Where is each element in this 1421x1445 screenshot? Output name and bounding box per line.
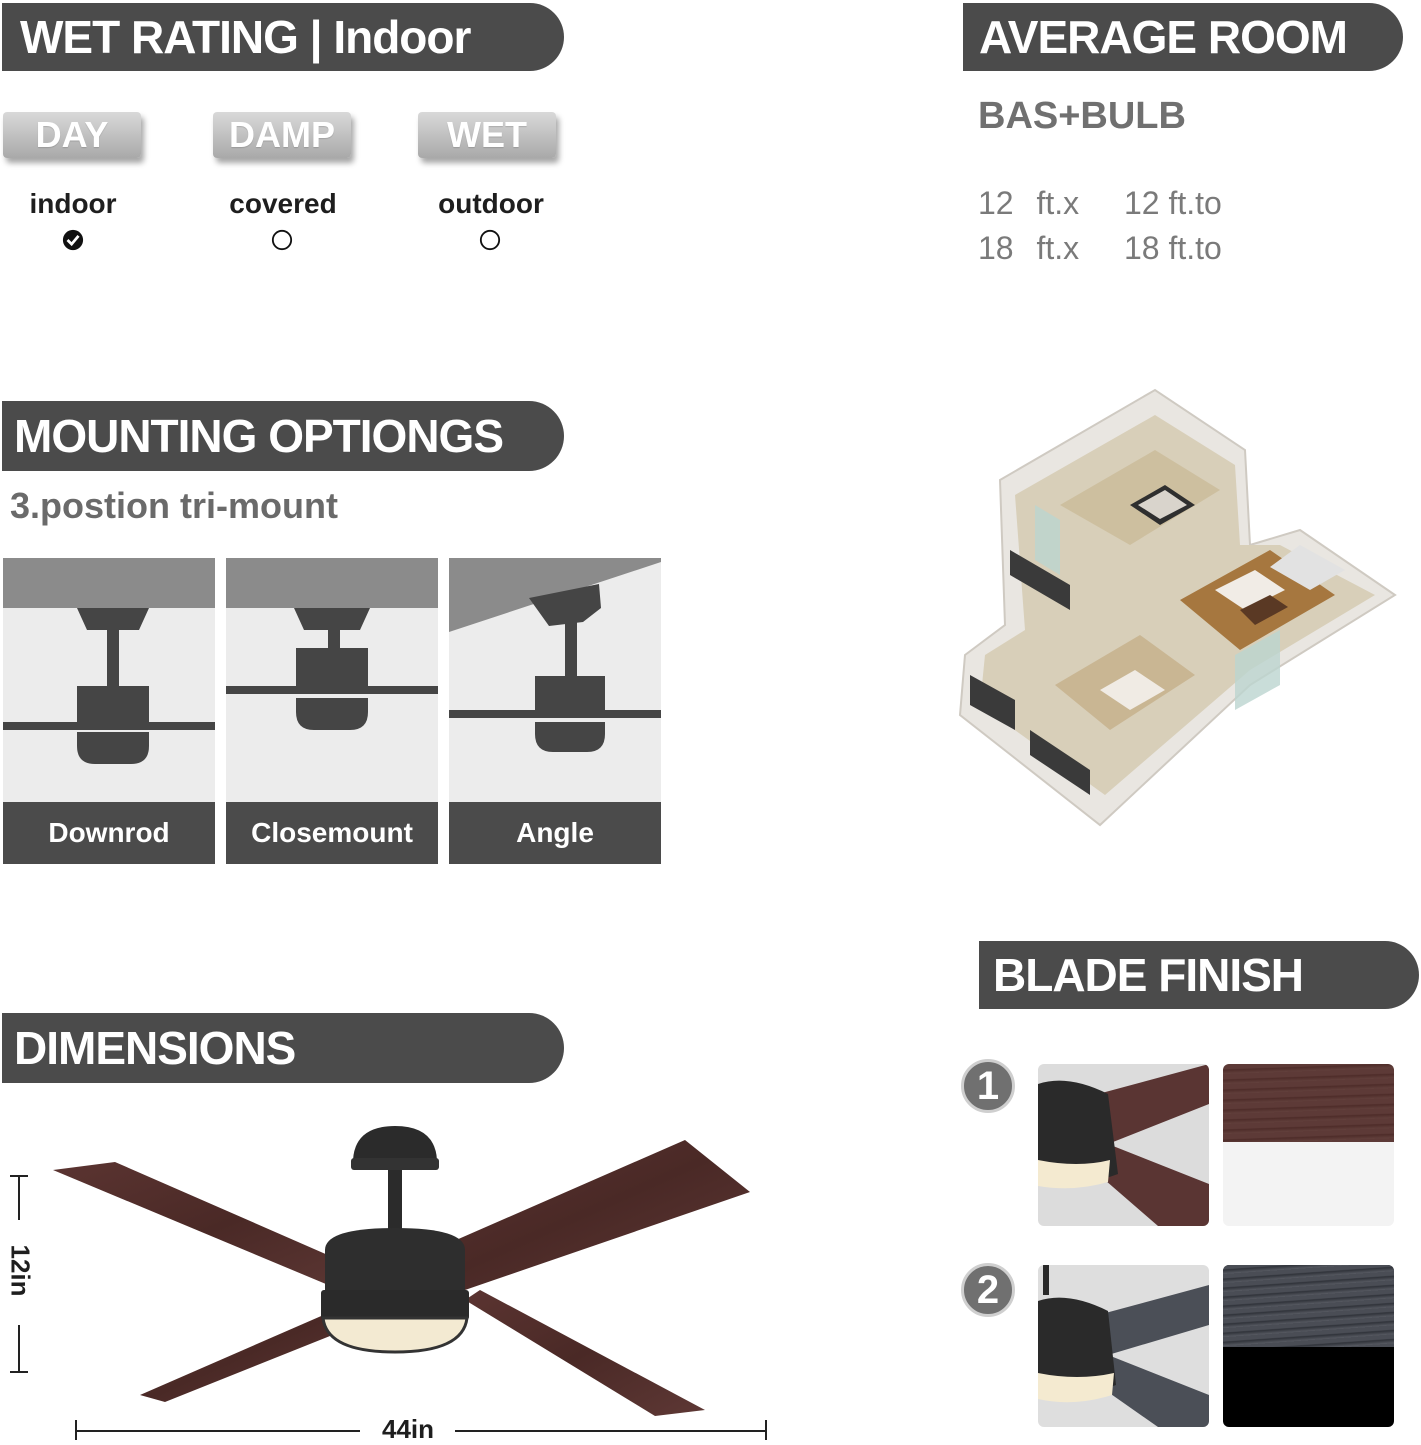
rating-chip-damp: DAMP xyxy=(213,112,351,158)
dimensions-banner: DIMENSIONS xyxy=(2,1013,564,1083)
ceiling-fan-illustration xyxy=(53,1126,750,1416)
closemount-fan-icon xyxy=(226,608,438,730)
average-room-banner: AVERAGE ROOM xyxy=(963,3,1403,71)
dimensions-title: DIMENSIONS xyxy=(14,1022,296,1074)
mounting-subtitle: 3.postion tri-mount xyxy=(10,485,338,526)
room-size-row: 18 ft.x 18 ft.to xyxy=(978,230,1222,266)
height-label: 12in xyxy=(5,1244,36,1297)
finish-number-1: 1 xyxy=(961,1059,1015,1113)
blade-finish-title: BLADE FINISH xyxy=(993,949,1304,1001)
wet-rating-banner: WET RATING | Indoor xyxy=(2,3,564,71)
room-size-row: 12 ft.x 12 ft.to xyxy=(978,185,1222,221)
width-dimension: 44in xyxy=(75,1414,769,1444)
downrod-fan-icon xyxy=(3,608,215,764)
mount-label-angle: Angle xyxy=(516,817,594,848)
average-room-subtitle: BAS+BULB xyxy=(978,95,1186,137)
rating-label-covered: covered xyxy=(229,188,337,219)
blade-finish-banner: BLADE FINISH xyxy=(979,941,1419,1009)
width-label: 44in xyxy=(381,1414,435,1444)
height-dimension: 12in xyxy=(5,1175,36,1375)
empty-circle-icon xyxy=(271,229,293,251)
angle-fan-icon xyxy=(449,558,661,752)
finish-1-swatch xyxy=(1223,1064,1394,1226)
rating-chip-wet: WET xyxy=(418,112,556,158)
wet-rating-title: WET RATING | Indoor xyxy=(20,11,471,63)
empty-circle-icon xyxy=(479,229,501,251)
rating-label-outdoor: outdoor xyxy=(438,188,544,219)
check-circle-icon xyxy=(62,229,84,251)
rating-label-indoor: indoor xyxy=(29,188,117,219)
average-room-title: AVERAGE ROOM xyxy=(979,11,1348,63)
mount-option-downrod: Downrod xyxy=(3,558,215,864)
mount-label-closemount: Closemount xyxy=(251,817,413,848)
mounting-title: MOUNTING OPTIONGS xyxy=(14,410,504,462)
finish-2-fan-photo xyxy=(1038,1265,1209,1427)
finish-number-2: 2 xyxy=(961,1263,1015,1317)
floor-plan-illustration xyxy=(958,388,1397,827)
mount-option-closemount: Closemount xyxy=(226,558,438,864)
finish-2-swatch xyxy=(1223,1265,1394,1427)
rating-chip-day: DAY xyxy=(3,112,141,158)
finish-1-fan-photo xyxy=(1038,1064,1209,1226)
mount-option-angle: Angle xyxy=(449,558,661,864)
mounting-banner: MOUNTING OPTIONGS xyxy=(2,401,564,471)
mount-label-downrod: Downrod xyxy=(48,817,170,848)
